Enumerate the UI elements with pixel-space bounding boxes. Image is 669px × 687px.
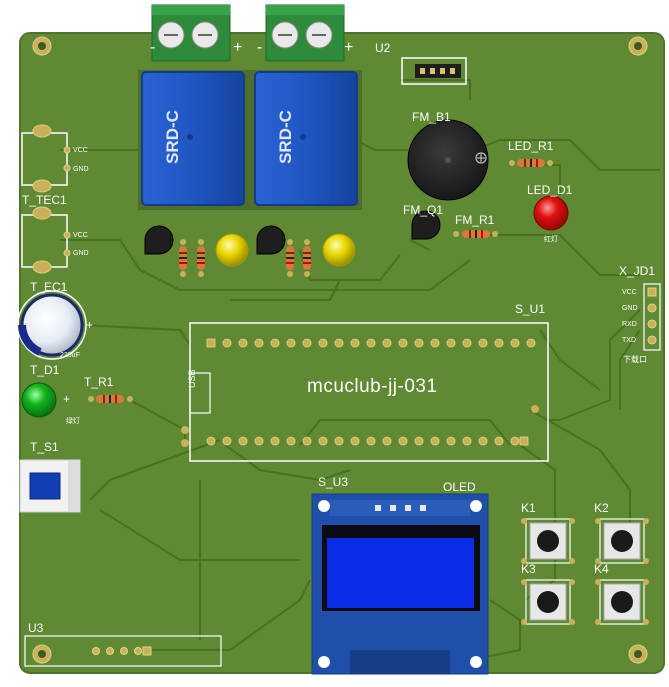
green-led-plus: +: [63, 392, 71, 406]
led-d1-label: LED_D1: [527, 183, 573, 197]
t-ec1-label: T_EC1: [30, 280, 68, 294]
u2-label: U2: [375, 41, 391, 55]
red-led-text: 红灯: [544, 236, 558, 243]
jd-download-label: 下载口: [623, 355, 647, 364]
u3-label: U3: [28, 621, 44, 635]
terminal2-minus: -: [257, 39, 263, 56]
s-u1-pins-bottom: [206, 436, 529, 446]
tec-gnd-1: GND: [73, 166, 89, 173]
capacitor: [17, 290, 87, 360]
relay-2: [250, 70, 362, 210]
s-u3-label: S_U3: [318, 475, 349, 489]
fm-r1-label: FM_R1: [455, 213, 495, 227]
t-r1-label: T_R1: [84, 375, 114, 389]
yellow-led-2: [322, 233, 356, 267]
jd-vcc: VCC: [622, 289, 637, 296]
jd-txd: TXD: [622, 337, 636, 344]
oled-module: [311, 493, 489, 675]
capacitor-value: 220uF: [60, 352, 80, 359]
relay-2-label: SRD-C: [275, 110, 295, 164]
k4-label: K4: [594, 562, 609, 576]
mounting-holes: [32, 36, 648, 664]
transistors: [144, 210, 441, 255]
tactile-buttons: [525, 518, 645, 625]
x-jd1-label: X_JD1: [619, 264, 656, 278]
fm-q1-label: FM_Q1: [403, 203, 444, 217]
led-r1-label: LED_R1: [508, 139, 554, 153]
fm-b1-label: FM_B1: [412, 110, 451, 124]
traces: [60, 79, 660, 661]
green-led-text: 绿灯: [66, 418, 80, 425]
board-main-label: mcuclub-jj-031: [307, 376, 438, 397]
usb-label: USB: [187, 369, 197, 388]
s-u1-pins-top: [206, 338, 536, 348]
screw-terminal-2: [265, 4, 345, 62]
slide-switch: [19, 459, 81, 513]
terminal1-minus: -: [150, 39, 156, 56]
capacitor-plus: +: [86, 318, 94, 332]
relay-1: [138, 70, 250, 210]
screw-terminal-1: [151, 4, 231, 62]
k1-label: K1: [521, 501, 536, 515]
tec-vcc-2: VCC: [73, 232, 88, 239]
red-led: [533, 195, 569, 231]
tec-gnd-2: GND: [73, 250, 89, 257]
tec-vcc-1: VCC: [73, 147, 88, 154]
k3-label: K3: [521, 562, 536, 576]
u2-header: [415, 64, 461, 78]
green-led: [21, 382, 57, 418]
jd-rxd: RXD: [622, 321, 637, 328]
u2-outline: [401, 57, 467, 85]
t-s1-label: T_S1: [30, 440, 59, 454]
t-d1-label: T_D1: [30, 363, 60, 377]
terminal2-plus: +: [344, 39, 354, 56]
resistors: [96, 159, 545, 403]
u3-outline: [24, 635, 222, 667]
oled-label: OLED: [443, 480, 476, 494]
jd-gnd: GND: [622, 305, 638, 312]
terminal1-plus: +: [233, 39, 243, 56]
k2-label: K2: [594, 501, 609, 515]
yellow-led-1: [215, 233, 249, 267]
relay-1-label: SRD-C: [162, 110, 182, 164]
t-tec1-label: T_TEC1: [22, 193, 67, 207]
s-u1-label: S_U1: [515, 302, 546, 316]
